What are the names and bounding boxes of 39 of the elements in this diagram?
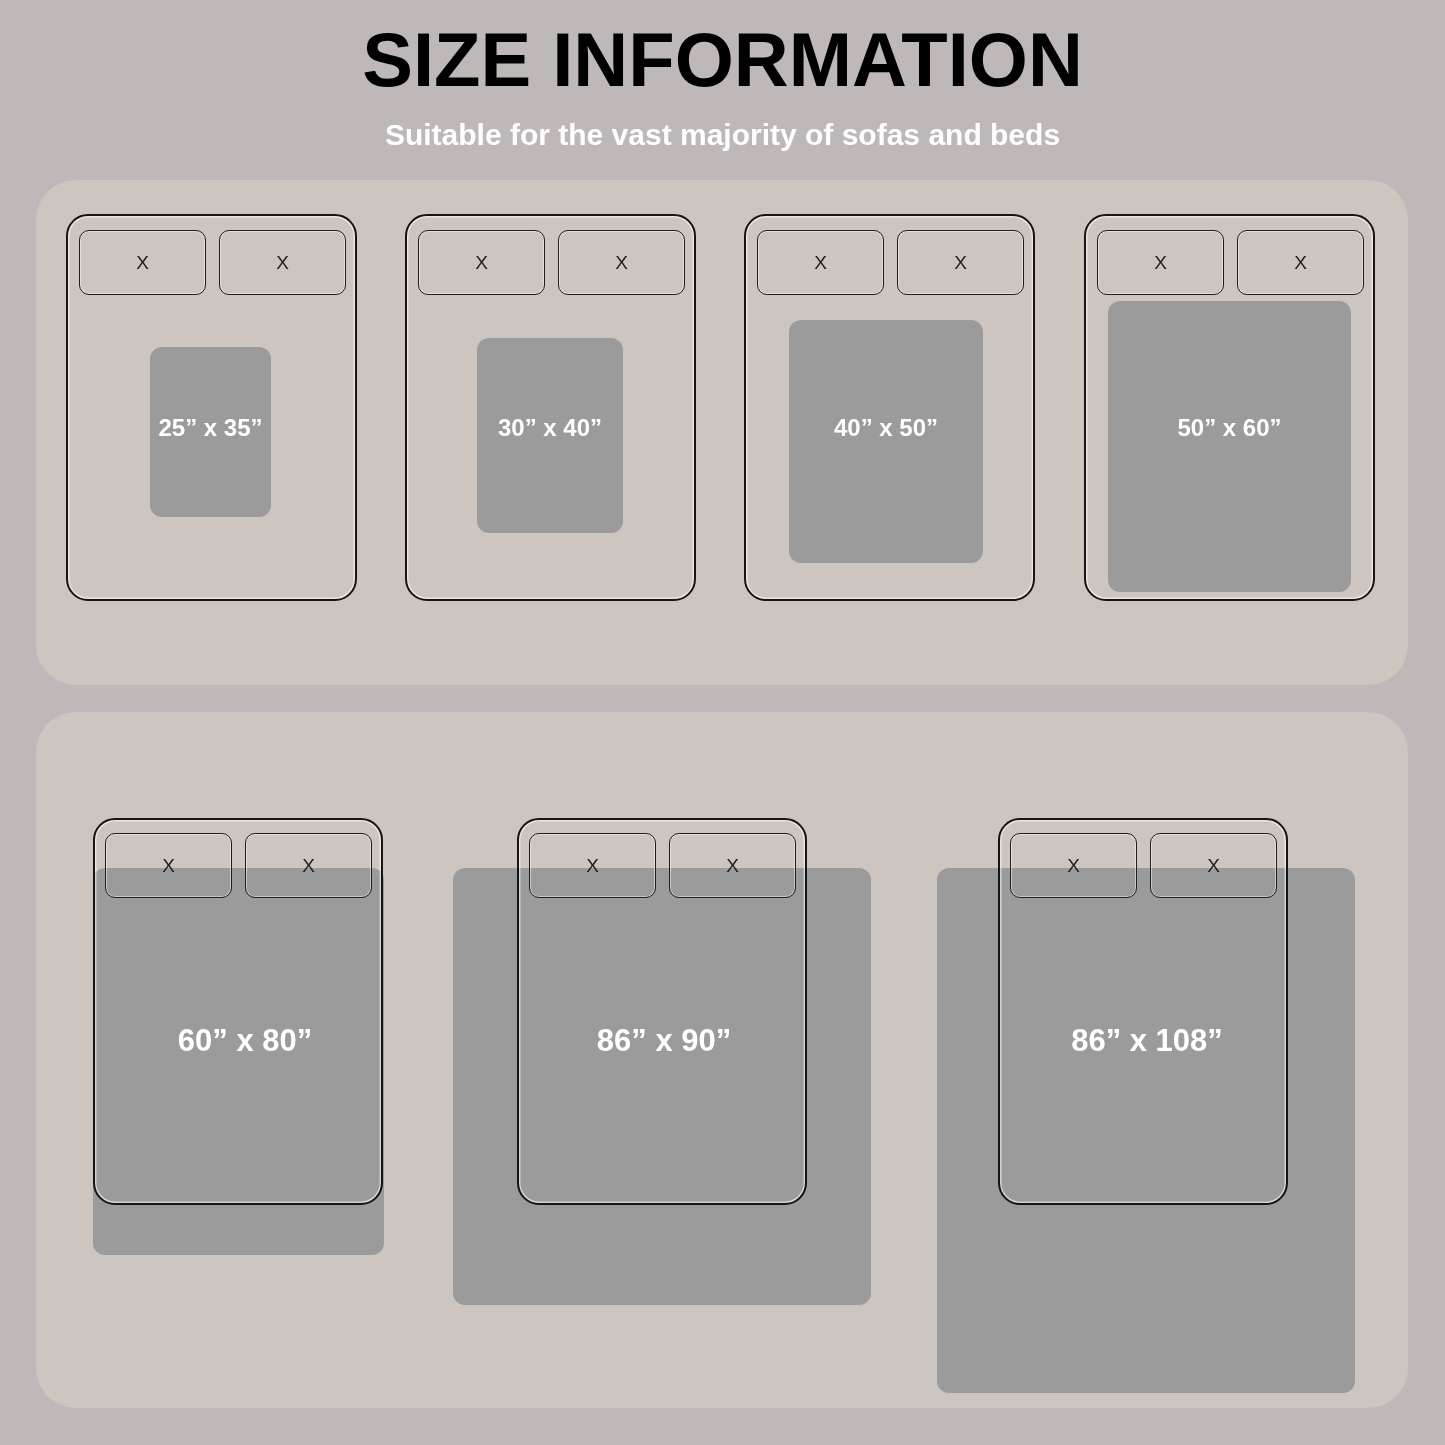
- size-label: 25” x 35”: [158, 416, 263, 440]
- pillow: [558, 230, 685, 295]
- pillow-label: X: [814, 253, 827, 272]
- subtitle: Suitable for the vast majority of sofas and beds: [384, 120, 1061, 150]
- pillow: [219, 230, 346, 295]
- bed-outline: [405, 214, 696, 601]
- size-label: 86” x 90”: [596, 1024, 732, 1056]
- size-label: 30” x 40”: [497, 416, 603, 440]
- pillow-label: X: [726, 856, 739, 875]
- bed-outline: [66, 214, 357, 601]
- pillow-label: X: [586, 856, 599, 875]
- bed-outline: [1084, 214, 1375, 601]
- pillow: [418, 230, 545, 295]
- size-label: 50” x 60”: [1177, 416, 1282, 440]
- pillow: [757, 230, 884, 295]
- pillow-label: X: [475, 253, 488, 272]
- pillow-label: X: [1154, 253, 1167, 272]
- bed-outline: [744, 214, 1035, 601]
- blanket: [1108, 301, 1351, 592]
- size-label: 40” x 50”: [833, 416, 939, 440]
- blanket: [150, 347, 271, 517]
- pillow: [1097, 230, 1224, 295]
- pillow: [897, 230, 1024, 295]
- pillow-label: X: [954, 253, 967, 272]
- pillow: [1237, 230, 1364, 295]
- pillow-label: X: [615, 253, 628, 272]
- pillow-label: X: [162, 856, 175, 875]
- blanket: [477, 338, 623, 533]
- title: SIZE INFORMATION: [362, 22, 1083, 98]
- blanket: [789, 320, 983, 563]
- pillow-label: X: [302, 856, 315, 875]
- pillow-label: X: [276, 253, 289, 272]
- size-label: 60” x 80”: [177, 1024, 313, 1056]
- pillow-label: X: [1067, 856, 1080, 875]
- pillow-label: X: [1207, 856, 1220, 875]
- pillow: [79, 230, 206, 295]
- size-label: 86” x 108”: [1071, 1024, 1223, 1056]
- pillow-label: X: [1294, 253, 1307, 272]
- pillow-label: X: [136, 253, 149, 272]
